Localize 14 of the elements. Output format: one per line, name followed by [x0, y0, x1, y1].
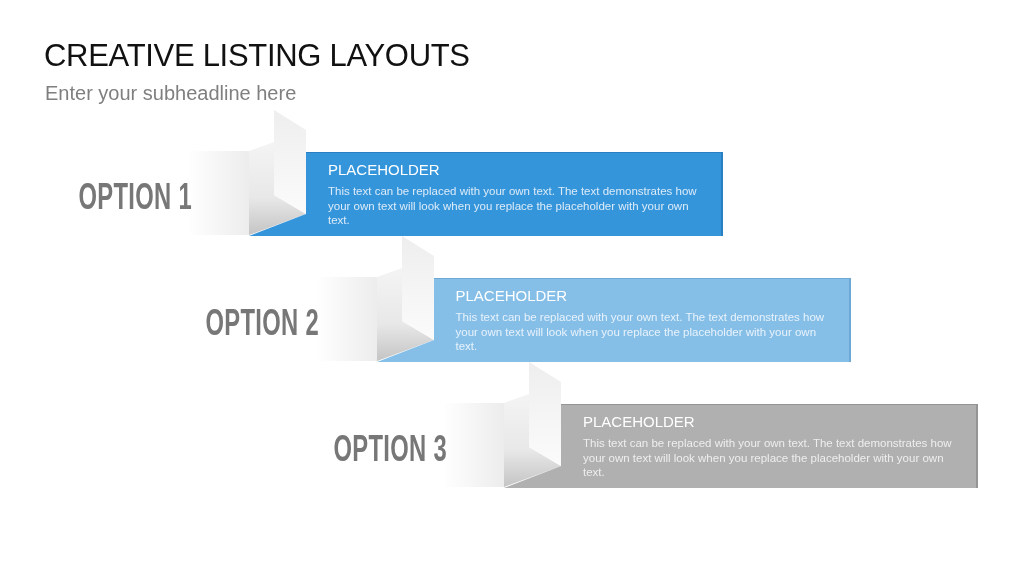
banner-heading: PLACEHOLDER — [455, 287, 569, 305]
slide-title: CREATIVE LISTING LAYOUTS — [44, 38, 470, 74]
banner-text: This text can be replaced with your own text. The text demonstrates how your own text will look when you replace the placeholder with your own text. — [455, 310, 826, 354]
banner-text: This text can be replaced with your own text. The text demonstrates how your own text will look when you replace the placeholder with your own text. — [583, 436, 953, 480]
text-banner — [561, 404, 978, 488]
option-label: OPTION 1 — [78, 179, 192, 215]
banner-heading: PLACEHOLDER — [583, 413, 696, 431]
subheadline: Enter your subheadline here — [45, 82, 297, 105]
option-label: OPTION 3 — [333, 431, 447, 467]
text-banner — [433, 278, 851, 362]
banner-text: This text can be replaced with your own text. The text demonstrates how your own text will look when you replace the placeholder with your own text. — [328, 184, 698, 228]
option-label: OPTION 2 — [205, 305, 320, 341]
banner-heading: PLACEHOLDER — [328, 161, 441, 179]
text-banner — [306, 152, 723, 236]
